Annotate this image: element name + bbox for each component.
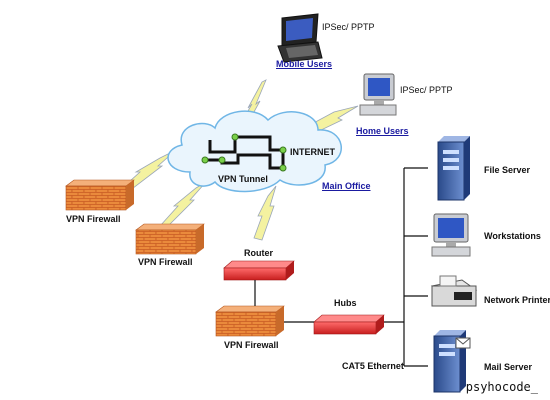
laptop-icon: [277, 13, 323, 63]
hubs-label: Hubs: [334, 298, 357, 308]
workstation-icon: [431, 213, 471, 257]
firewall-1-icon: [65, 179, 135, 211]
mobile-protocol-label: IPSec/ PPTP: [322, 22, 375, 32]
hub-icon: [313, 314, 385, 335]
router-icon: [223, 260, 295, 281]
router-label: Router: [244, 248, 273, 258]
home-protocol-label: IPSec/ PPTP: [400, 85, 453, 95]
mail-server-icon: [433, 330, 471, 393]
file-server-icon: [437, 136, 470, 201]
firewall-2-label: VPN Firewall: [138, 257, 193, 267]
vpn-tunnel-label: VPN Tunnel: [218, 174, 268, 184]
network-printer-label: Network Printer: [484, 295, 550, 305]
firewall-1-label: VPN Firewall: [66, 214, 121, 224]
mail-server-label: Mail Server: [484, 362, 533, 372]
internet-label: INTERNET: [290, 147, 335, 157]
lightning-fw2-icon: [159, 181, 207, 229]
mobile-users-link[interactable]: Mobile Users: [276, 59, 333, 69]
internet-cloud: [167, 110, 342, 193]
home-computer-icon: [359, 73, 397, 116]
home-users-link[interactable]: Home Users: [356, 126, 409, 136]
workstations-label: Workstations: [484, 231, 541, 241]
printer-icon: [430, 275, 478, 307]
firewall-3-label: VPN Firewall: [224, 340, 279, 350]
cat5-label: CAT5 Ethernet: [342, 361, 404, 371]
file-server-label: File Server: [484, 165, 531, 175]
firewall-2-icon: [135, 223, 205, 255]
lightning-router-icon: [253, 185, 277, 241]
main-office-link[interactable]: Main Office: [322, 181, 371, 191]
brand-watermark: psyhocode_: [465, 380, 538, 394]
firewall-3-icon: [215, 305, 285, 337]
ethernet-backbone: [384, 167, 428, 367]
